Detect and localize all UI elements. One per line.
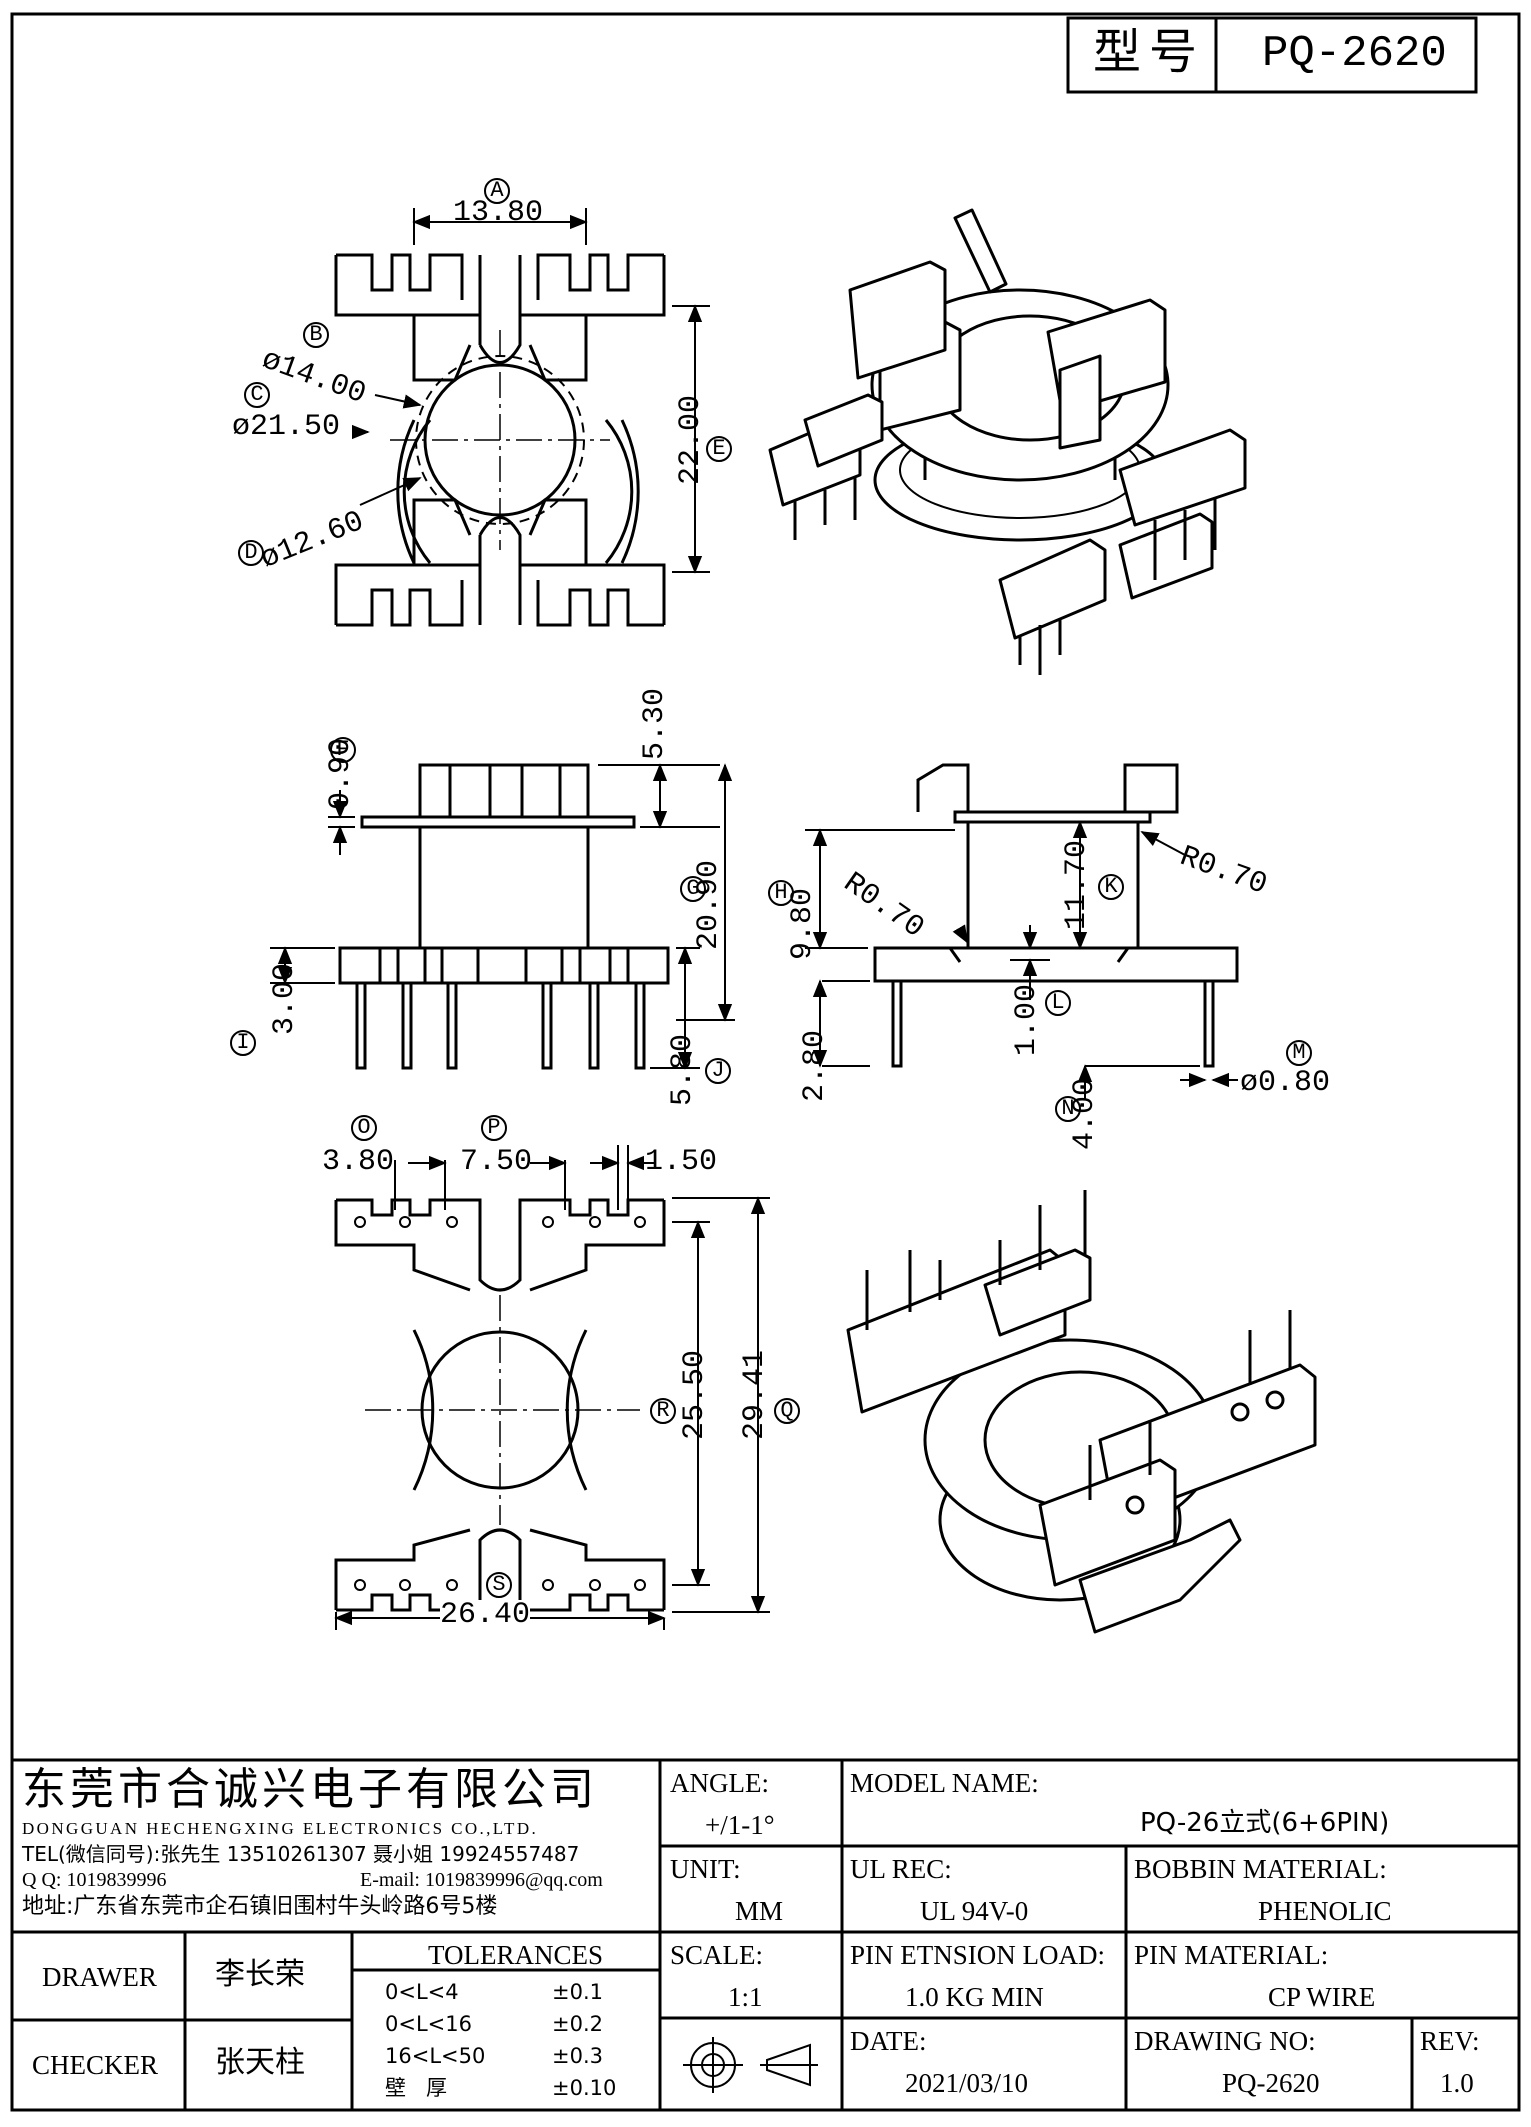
side-view-dimensions: [805, 820, 1238, 1100]
rev-label: REV:: [1420, 2026, 1480, 2056]
tolerance-range: 0<L<4: [385, 1980, 459, 2004]
projection-symbol: [683, 2037, 818, 2093]
checker-label: CHECKER: [32, 2050, 159, 2080]
dim-circle-p: P: [481, 1115, 507, 1141]
drawer-name: 李长荣: [215, 1957, 305, 1992]
dim-c: ø21.50: [232, 410, 341, 444]
model-name-label: MODEL NAME:: [850, 1768, 1039, 1798]
isometric-view-top: [768, 208, 1247, 675]
model-header-box: [1066, 16, 1478, 94]
dim-circle-b: B: [303, 322, 329, 348]
dim-top: 5.30: [638, 687, 672, 760]
dim-circle-e: E: [706, 436, 732, 462]
dim-e: 22.00: [674, 394, 708, 485]
drawing-no-value: PQ-2620: [1222, 2068, 1320, 2098]
model-header-value: PQ-2620: [1262, 29, 1447, 79]
drawer-label: DRAWER: [42, 1962, 157, 1992]
unit-label: UNIT:: [670, 1854, 741, 1884]
date-label: DATE:: [850, 2026, 927, 2056]
ul-rec-value: UL 94V-0: [920, 1896, 1029, 1926]
dim-l: 1.00: [1010, 983, 1044, 1056]
dim-circle-m: M: [1286, 1040, 1312, 1066]
tolerances-title: TOLERANCES: [428, 1940, 604, 1970]
side-view: [873, 763, 1239, 1068]
ul-rec-label: UL REC:: [850, 1854, 952, 1884]
dim-n: 4.00: [1068, 1077, 1102, 1150]
dim-circle-r: R: [650, 1398, 676, 1424]
dim-circle-s: S: [486, 1572, 512, 1598]
dim-g: 20.90: [692, 859, 726, 950]
tolerance-range: 16<L<50: [385, 2044, 486, 2068]
dim-circle-g: G: [680, 876, 706, 902]
dim-i: 3.00: [268, 962, 302, 1035]
dim-circle-d: D: [238, 540, 264, 566]
dim-circle-j: J: [705, 1058, 731, 1084]
checker-name: 张天柱: [215, 2045, 305, 2080]
scale-label: SCALE:: [670, 1940, 764, 1970]
tolerance-value: ±0.3: [552, 2044, 603, 2068]
dim-pin-len: 2.80: [798, 1029, 832, 1102]
pin-load-value: 1.0 KG MIN: [905, 1982, 1044, 2012]
bobbin-material-value: PHENOLIC: [1258, 1896, 1392, 1926]
company-qq: Q Q: 1019839996: [22, 1869, 167, 1891]
dim-pin-w: 1.50: [645, 1145, 718, 1179]
bottom-view-dimensions: [334, 1145, 770, 1630]
model-header-label: 型号: [1093, 24, 1206, 80]
company-email: E-mail: 1019839996@qq.com: [360, 1869, 603, 1891]
angle-label: ANGLE:: [670, 1768, 769, 1798]
sheet-border: [10, 12, 1521, 2112]
dim-circle-f: F: [330, 737, 356, 763]
dim-circle-k: K: [1098, 874, 1124, 900]
bottom-view-centerlines: [365, 1295, 640, 1525]
dim-circle-c: C: [244, 382, 270, 408]
dim-o: 3.80: [322, 1145, 395, 1179]
dim-h: 9.80: [786, 887, 820, 960]
model-name-value: PQ-26立式(6+6PIN): [1140, 1808, 1390, 1838]
dim-a: 13.80: [453, 196, 544, 230]
front-view: [338, 763, 670, 1070]
company-name-cn: 东莞市合诚兴电子有限公司: [22, 1764, 598, 1815]
dim-r: 25.50: [678, 1349, 712, 1440]
pin-material-label: PIN MATERIAL:: [1134, 1940, 1329, 1970]
top-view-dimensions: [351, 208, 710, 574]
date-value: 2021/03/10: [905, 2068, 1029, 2098]
dim-s: 26.40: [440, 1598, 531, 1632]
tolerance-range: 壁 厚: [385, 2076, 448, 2100]
title-block-grid: [12, 1758, 1519, 2110]
dim-k: 11.70: [1060, 839, 1094, 930]
bobbin-material-label: BOBBIN MATERIAL:: [1134, 1854, 1387, 1884]
scale-value: 1:1: [728, 1982, 763, 2012]
company-address: 地址:广东省东莞市企石镇旧围村牛头岭路6号5楼: [22, 1894, 498, 1919]
pin-load-label: PIN ETNSION LOAD:: [850, 1940, 1105, 1970]
dim-m: ø0.80: [1240, 1066, 1331, 1100]
dim-circle-a: A: [484, 178, 510, 204]
pin-material-value: CP WIRE: [1268, 1982, 1376, 2012]
top-view: [334, 253, 666, 627]
dim-q: 29.41: [738, 1349, 772, 1440]
tolerance-value: ±0.2: [552, 2012, 603, 2036]
top-view-centerlines: [390, 330, 610, 550]
company-tel: TEL(微信同号):张先生 13510261307 聂小姐 1992455748…: [22, 1842, 580, 1866]
tolerance-range: 0<L<16: [385, 2012, 472, 2036]
front-view-dimensions: [270, 763, 735, 1070]
dim-circle-q: Q: [774, 1398, 800, 1424]
dim-circle-i: I: [230, 1030, 256, 1056]
unit-value: MM: [735, 1896, 784, 1926]
company-name-en: DONGGUAN HECHENGXING ELECTRONICS CO.,LTD…: [22, 1819, 539, 1838]
dim-j: 5.80: [666, 1033, 700, 1106]
rev-value: 1.0: [1440, 2068, 1474, 2098]
dim-circle-l: L: [1045, 990, 1071, 1016]
angle-value: +/1-1°: [705, 1810, 775, 1840]
dim-p: 7.50: [460, 1145, 533, 1179]
isometric-view-bottom: [846, 1190, 1317, 1634]
tolerance-value: ±0.1: [552, 1980, 603, 2004]
dim-circle-n: N: [1055, 1096, 1081, 1122]
dim-f: 0.90: [324, 737, 358, 810]
dim-circle-o: O: [351, 1115, 377, 1141]
tolerance-value: ±0.10: [552, 2076, 617, 2100]
drawing-no-label: DRAWING NO:: [1134, 2026, 1316, 2056]
dim-circle-h: H: [768, 880, 794, 906]
